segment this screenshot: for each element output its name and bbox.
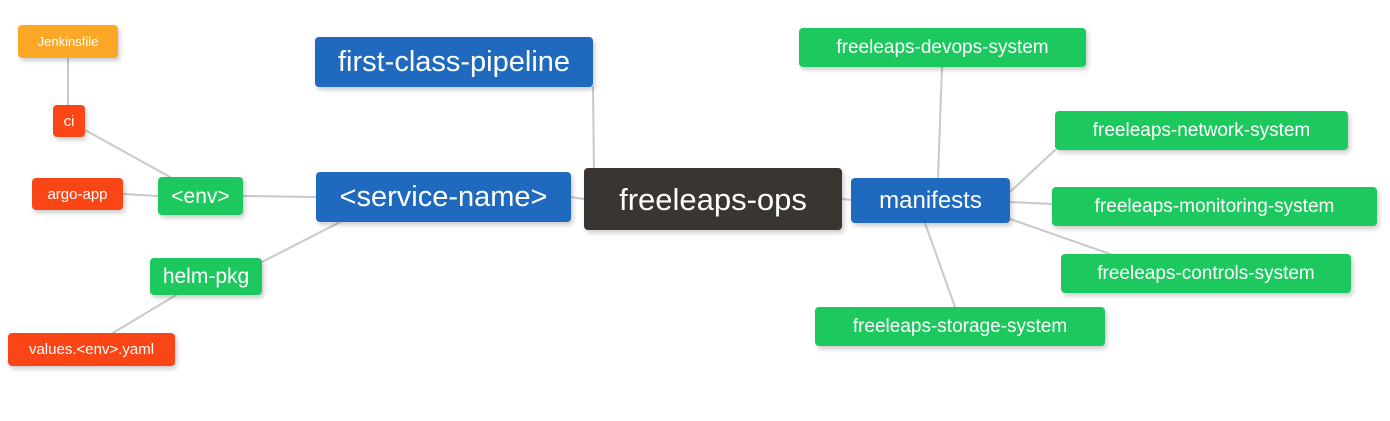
edge-manifests-to-freeleaps-devops-system <box>937 66 943 179</box>
node-label: helm-pkg <box>162 265 250 288</box>
mindmap-node-argo-app[interactable]: argo-app <box>32 178 123 210</box>
mindmap-node-first-class-pipeline[interactable]: first-class-pipeline <box>315 37 593 87</box>
mindmap-node-helm-pkg[interactable]: helm-pkg <box>150 258 262 295</box>
mindmap-node-freeleaps-network-system[interactable]: freeleaps-network-system <box>1055 111 1348 150</box>
edge-manifests-to-freeleaps-storage-system <box>924 222 956 308</box>
node-label: <env> <box>171 184 230 208</box>
edge-helm-pkg-to-values-env-yaml <box>112 294 177 334</box>
mindmap-node-jenkinsfile[interactable]: Jenkinsfile <box>18 25 118 58</box>
node-label: Jenkinsfile <box>37 34 99 49</box>
edge-freeleaps-ops-to-first-class-pipeline <box>592 86 595 173</box>
mindmap-node-freeleaps-storage-system[interactable]: freeleaps-storage-system <box>815 307 1105 346</box>
edge-env-to-ci <box>84 129 171 178</box>
mindmap-node-freeleaps-devops-system[interactable]: freeleaps-devops-system <box>799 28 1086 67</box>
node-label: freeleaps-controls-system <box>1097 263 1315 284</box>
mindmap-node-env[interactable]: <env> <box>158 177 243 215</box>
node-label: freeleaps-monitoring-system <box>1094 196 1335 217</box>
edge-manifests-to-freeleaps-monitoring-system <box>1009 201 1053 205</box>
edge-freeleaps-ops-to-service-name <box>570 196 585 200</box>
mindmap-node-freeleaps-ops[interactable]: freeleaps-ops <box>584 168 842 230</box>
edge-manifests-to-freeleaps-network-system <box>1009 149 1056 193</box>
node-label: freeleaps-devops-system <box>836 37 1049 58</box>
node-label: ci <box>63 112 75 130</box>
mindmap-node-ci[interactable]: ci <box>53 105 85 137</box>
edge-env-to-argo-app <box>122 193 159 197</box>
node-label: freeleaps-storage-system <box>852 316 1068 337</box>
edge-freeleaps-ops-to-manifests <box>841 198 852 201</box>
mindmap-node-service-name[interactable]: <service-name> <box>316 172 571 222</box>
edge-service-name-to-env <box>242 195 317 198</box>
node-label: <service-name> <box>339 180 548 213</box>
mindmap-node-freeleaps-monitoring-system[interactable]: freeleaps-monitoring-system <box>1052 187 1377 226</box>
node-label: argo-app <box>47 185 108 203</box>
mindmap-node-manifests[interactable]: manifests <box>851 178 1010 223</box>
mindmap-node-values-env-yaml[interactable]: values.<env>.yaml <box>8 333 175 366</box>
node-label: manifests <box>879 186 982 214</box>
edge-service-name-to-helm-pkg <box>261 221 341 263</box>
node-label: freeleaps-network-system <box>1092 120 1311 141</box>
mindmap-node-freeleaps-controls-system[interactable]: freeleaps-controls-system <box>1061 254 1351 293</box>
node-label: values.<env>.yaml <box>28 341 155 358</box>
node-label: first-class-pipeline <box>337 45 571 78</box>
node-label: freeleaps-ops <box>619 181 807 217</box>
